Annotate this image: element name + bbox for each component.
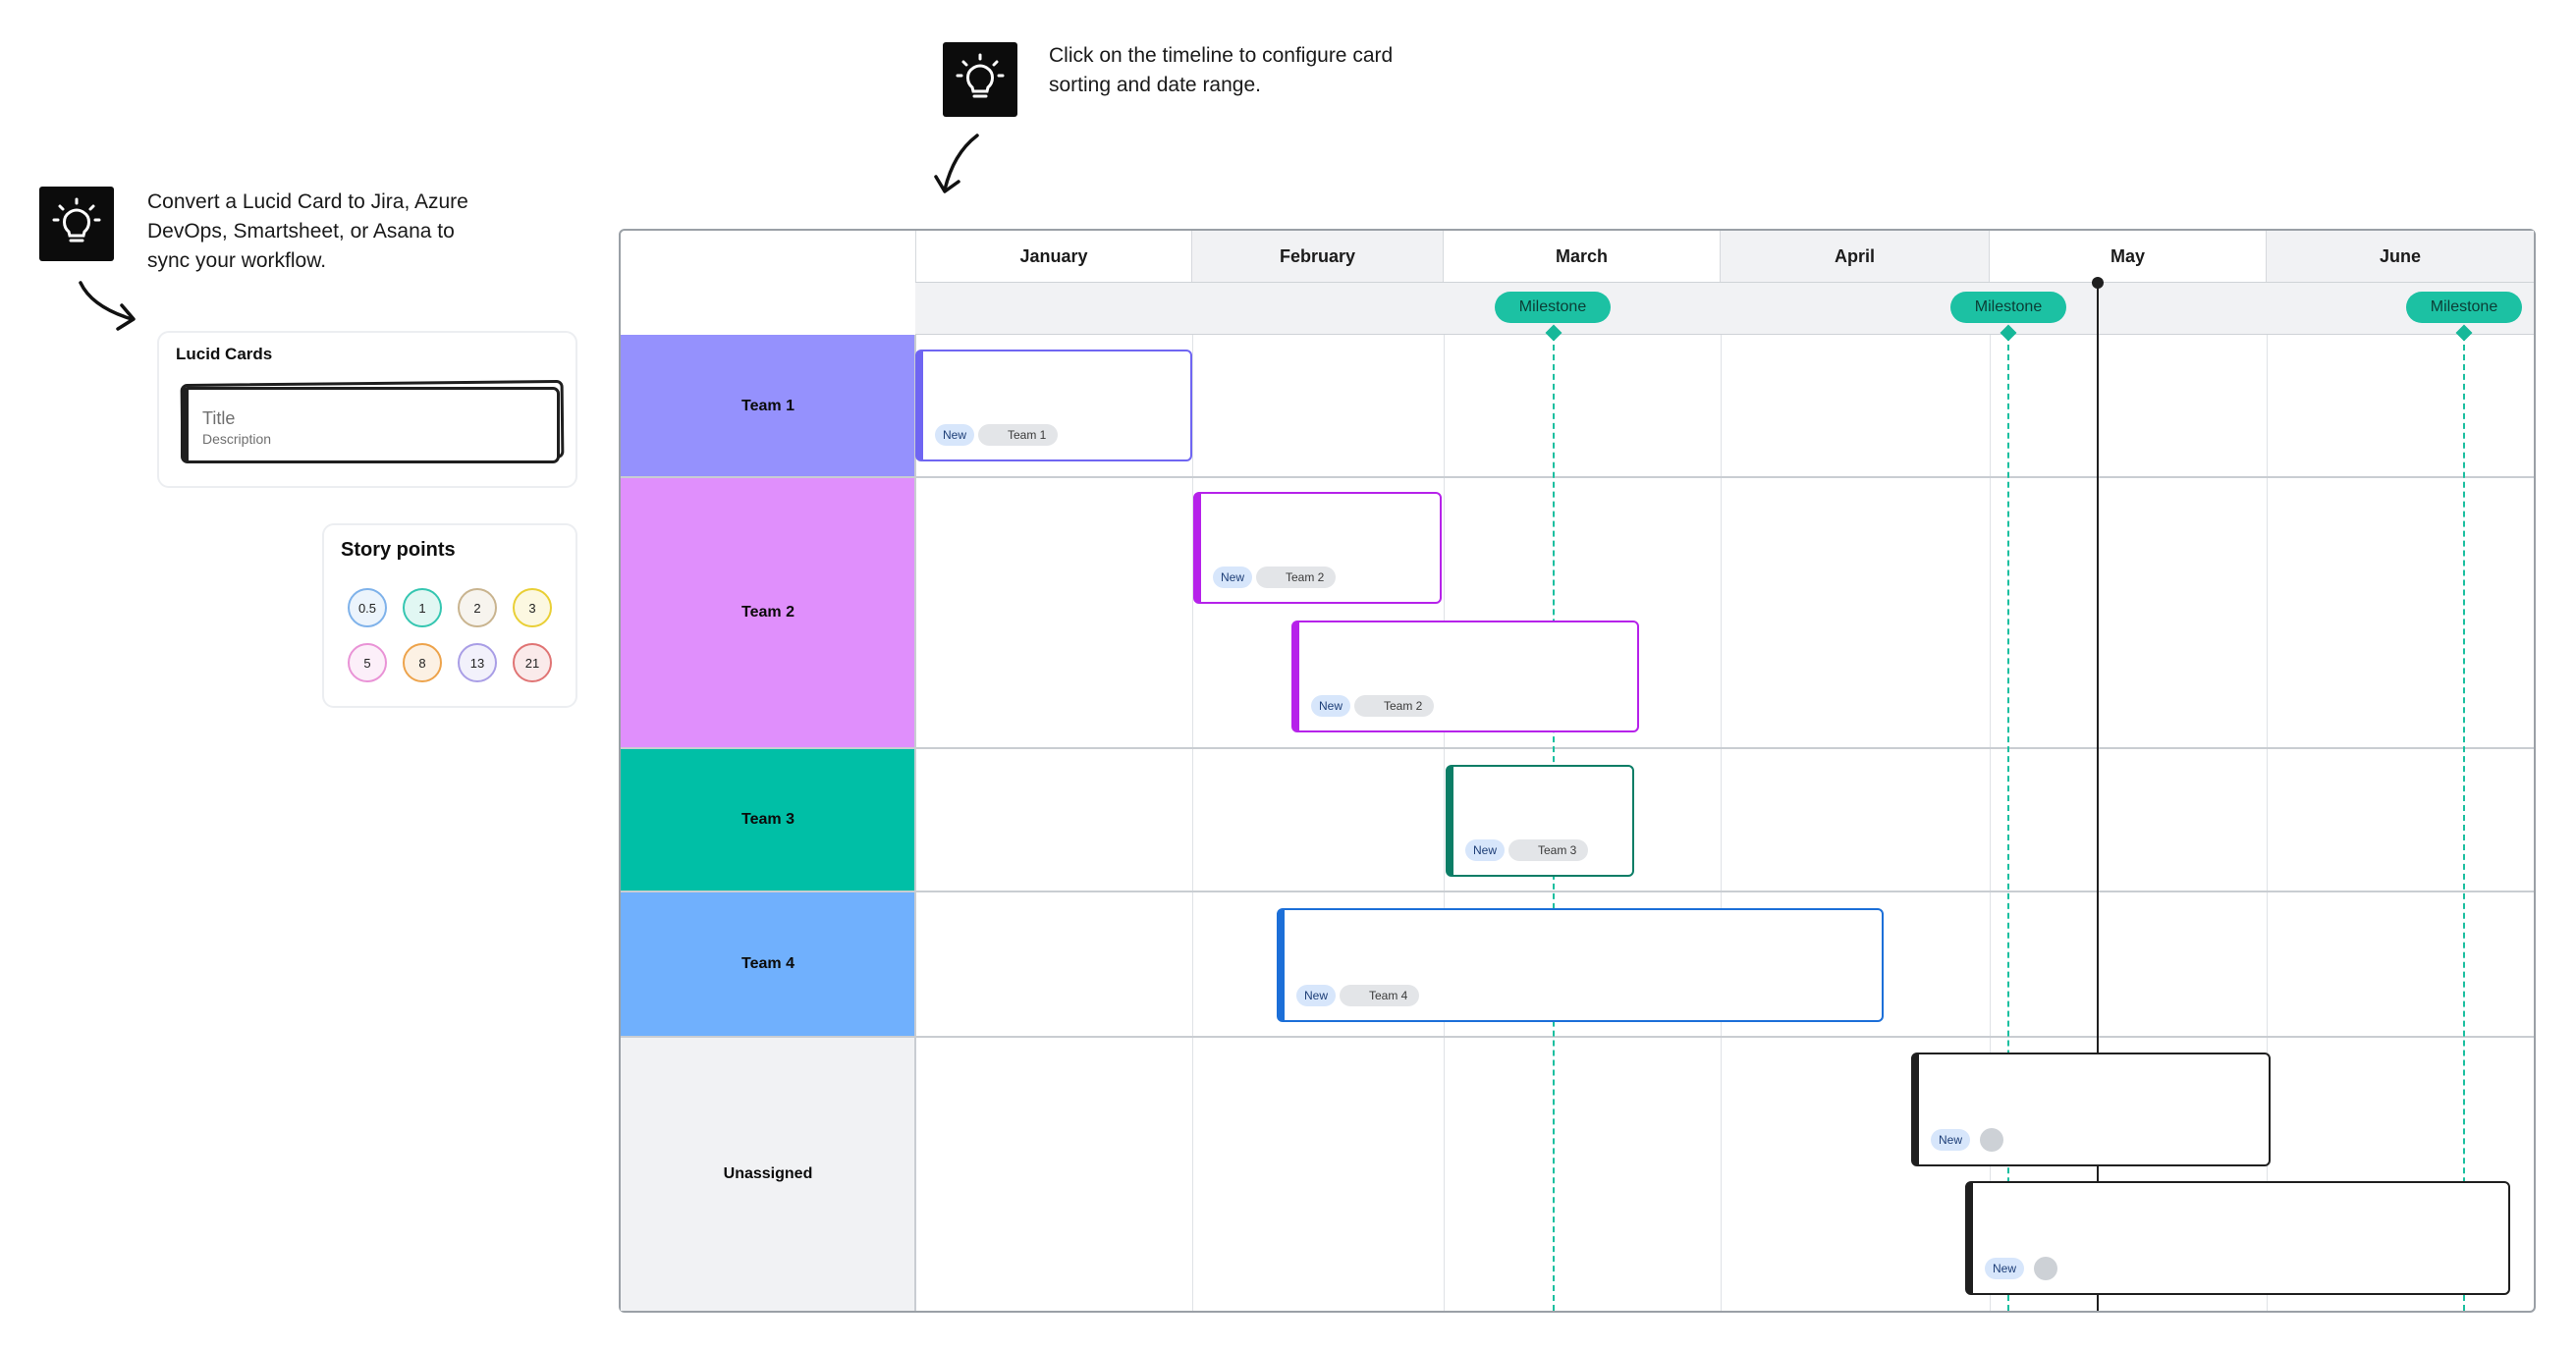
- milestone-badge[interactable]: Milestone: [2406, 292, 2522, 323]
- month-header-march[interactable]: March: [1444, 231, 1721, 282]
- timeline-card[interactable]: New Team 2: [1291, 621, 1639, 732]
- month-divider: [1721, 335, 1722, 1311]
- today-marker-line[interactable]: [2097, 282, 2099, 1311]
- timeline-card[interactable]: New: [1965, 1181, 2510, 1295]
- story-point-chip[interactable]: 1: [403, 588, 442, 627]
- lucid-card-title: Title: [202, 408, 236, 428]
- assignee-avatar[interactable]: [2034, 1257, 2057, 1280]
- story-points-title: Story points: [341, 539, 456, 561]
- story-point-chip[interactable]: 5: [348, 643, 387, 682]
- label-column-divider: [914, 335, 916, 1311]
- milestone-badge[interactable]: Milestone: [1495, 292, 1611, 323]
- month-header-april[interactable]: April: [1721, 231, 1990, 282]
- swimlane-divider: [621, 1036, 2534, 1038]
- status-badge: New: [1311, 695, 1351, 717]
- team-badge: Team 1: [978, 424, 1059, 446]
- team-label-team-4[interactable]: Team 4: [621, 891, 915, 1037]
- story-point-chip[interactable]: 13: [458, 643, 497, 682]
- status-badge: New: [1931, 1129, 1971, 1151]
- team-label-team-1[interactable]: Team 1: [621, 335, 915, 477]
- curved-arrow-icon: [933, 133, 1002, 201]
- swimlane-divider: [621, 891, 2534, 892]
- team-badge: Team 2: [1354, 695, 1435, 717]
- timeline-card[interactable]: New: [1911, 1053, 2271, 1166]
- status-badge: New: [1985, 1258, 2025, 1279]
- month-header-june[interactable]: June: [2267, 231, 2534, 282]
- timeline-card[interactable]: New Team 1: [915, 350, 1192, 461]
- story-point-chip[interactable]: 8: [403, 643, 442, 682]
- status-badge: New: [935, 424, 975, 446]
- month-divider: [1444, 335, 1445, 1311]
- swimlane-divider: [621, 476, 2534, 478]
- team-label-team-3[interactable]: Team 3: [621, 748, 915, 891]
- status-badge: New: [1213, 567, 1253, 588]
- assignee-avatar[interactable]: [1980, 1128, 2003, 1152]
- lucid-cards-panel: Lucid Cards Title Description: [157, 331, 577, 488]
- lightbulb-icon: [39, 187, 114, 261]
- lucid-card-description: Description: [202, 431, 272, 447]
- lucid-card[interactable]: Title Description: [181, 387, 560, 463]
- team-badge: Team 3: [1508, 839, 1589, 861]
- card-hint-text: Convert a Lucid Card to Jira, Azure DevO…: [147, 190, 468, 272]
- milestone-strip[interactable]: [915, 282, 2534, 335]
- month-divider: [2267, 335, 2268, 1311]
- curved-arrow-icon: [77, 278, 145, 337]
- today-marker-handle[interactable]: [2092, 277, 2104, 289]
- story-point-chip[interactable]: 3: [513, 588, 552, 627]
- team-badge: Team 4: [1340, 985, 1420, 1006]
- story-points-panel: Story points 0.5 1 2 3 5 8 13 21: [322, 523, 577, 708]
- story-point-chip[interactable]: 0.5: [348, 588, 387, 627]
- month-header-january[interactable]: January: [915, 231, 1192, 282]
- timeline-card[interactable]: New Team 2: [1193, 492, 1442, 604]
- status-badge: New: [1296, 985, 1337, 1006]
- milestone-line: [2463, 335, 2465, 1311]
- timeline-hint-text: Click on the timeline to configure card …: [1049, 44, 1394, 96]
- timeline-card[interactable]: New Team 4: [1277, 908, 1884, 1022]
- story-point-chip[interactable]: 21: [513, 643, 552, 682]
- status-badge: New: [1465, 839, 1506, 861]
- story-point-chip[interactable]: 2: [458, 588, 497, 627]
- milestone-badge[interactable]: Milestone: [1950, 292, 2066, 323]
- month-divider: [1990, 335, 1991, 1311]
- swimlane-divider: [621, 747, 2534, 749]
- lucid-cards-title: Lucid Cards: [176, 345, 273, 363]
- timeline-card[interactable]: New Team 3: [1446, 765, 1634, 877]
- team-badge: Team 2: [1256, 567, 1337, 588]
- month-header-february[interactable]: February: [1192, 231, 1444, 282]
- lightbulb-icon: [943, 42, 1017, 117]
- milestone-line: [2007, 335, 2009, 1311]
- month-header-may[interactable]: May: [1990, 231, 2267, 282]
- team-label-unassigned[interactable]: Unassigned: [621, 1037, 915, 1311]
- month-divider: [1192, 335, 1193, 1311]
- team-label-team-2[interactable]: Team 2: [621, 477, 915, 748]
